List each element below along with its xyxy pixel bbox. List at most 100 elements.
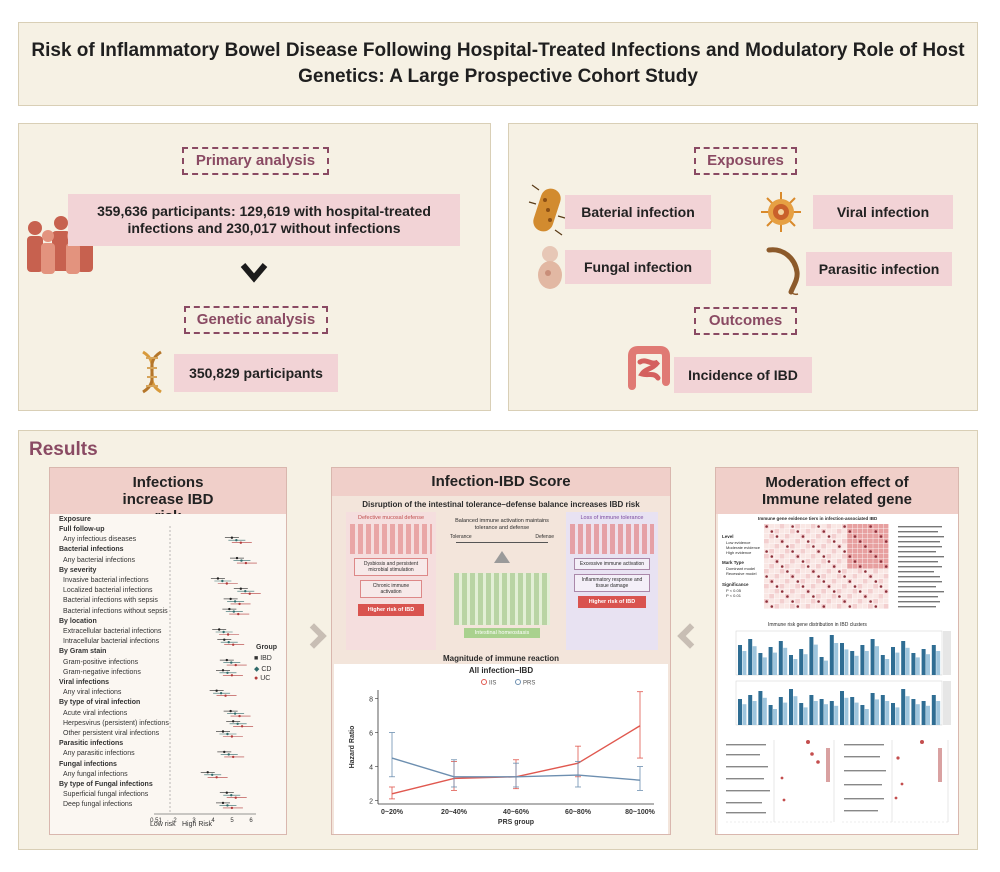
heatmap-cell	[821, 569, 826, 574]
heatmap-cell	[868, 604, 873, 609]
heatmap-cell	[883, 559, 889, 564]
forest-point	[225, 658, 229, 662]
heatmap-dot	[858, 590, 862, 593]
gene-bar	[915, 704, 920, 725]
heatmap-cell	[857, 604, 863, 609]
heatmap-cell	[862, 564, 868, 569]
heatmap-cell	[868, 569, 873, 574]
forest-point	[248, 592, 251, 595]
heatmap-cell	[883, 574, 889, 579]
heatmap-cell	[878, 569, 884, 574]
sig-label: Significance	[722, 582, 749, 587]
forest-point	[226, 804, 229, 807]
heatmap-cell	[852, 539, 858, 544]
heatmap-cell	[826, 544, 832, 549]
heatmap-cell	[862, 584, 868, 589]
forest-point	[230, 674, 234, 677]
forest-row-label: Intracellular bacterial infections	[63, 638, 160, 646]
heatmap-cell	[868, 564, 873, 569]
heatmap-cell	[764, 559, 769, 564]
heatmap-dot	[848, 605, 852, 608]
forest-point	[222, 630, 225, 634]
sig-01: P < 0.01	[726, 593, 741, 598]
heatmap-cell	[790, 559, 795, 564]
heatmap-cell	[883, 579, 889, 584]
heatmap-cell	[816, 554, 821, 559]
heatmap-cell	[800, 554, 806, 559]
balance-triangle-icon	[494, 551, 510, 563]
gene-bar	[921, 649, 926, 675]
forest-point	[216, 577, 220, 580]
heatmap-cell	[800, 604, 806, 609]
legend-label: IIS	[489, 681, 496, 687]
gene-bar	[809, 695, 814, 725]
heatmap-dot	[827, 560, 831, 563]
heatmap-cell	[878, 564, 884, 569]
heatmap-cell	[831, 599, 837, 604]
gene-bar	[911, 699, 916, 725]
heatmap-cell	[816, 569, 821, 574]
heatmap-dot	[869, 575, 872, 578]
heatmap-dot	[765, 550, 768, 553]
forest-point	[210, 773, 214, 776]
heatmap-dot	[864, 570, 867, 573]
heatmap-cell	[868, 544, 873, 549]
heatmap-cell	[883, 529, 889, 534]
heatmap-dot	[832, 540, 836, 543]
exposure-parasitic: Parasitic infection	[806, 252, 952, 286]
exposures-label: Exposures	[694, 147, 797, 175]
heatmap-cell	[873, 534, 878, 539]
heatmap-cell	[810, 529, 816, 534]
heatmap-cell	[784, 534, 790, 539]
gene-bar	[850, 697, 855, 725]
gene-bar	[829, 701, 834, 725]
heatmap-cell	[764, 534, 769, 539]
virus-icon	[761, 192, 801, 232]
outcome-label: Incidence of IBD	[688, 367, 798, 383]
schematic-title: Disruption of the intestinal tolerance–d…	[362, 500, 640, 509]
heatmap-cell	[857, 584, 863, 589]
heatmap-cell	[826, 529, 832, 534]
heatmap-cell	[790, 539, 795, 544]
forest-legend-title: Group	[256, 644, 277, 651]
heatmap-dot	[812, 545, 815, 548]
heatmap-cell	[826, 589, 832, 594]
heatmap-cell	[873, 594, 878, 599]
gene-bar	[758, 653, 763, 675]
heatmap-cell	[831, 554, 837, 559]
heatmap-cell	[764, 584, 769, 589]
heatmap-cell	[790, 594, 795, 599]
exposure-parasitic-label: Parasitic infection	[818, 261, 940, 277]
heatmap-cell	[842, 534, 847, 539]
heatmap-dot	[786, 570, 789, 573]
heatmap-dot	[874, 605, 878, 608]
heatmap-cell	[784, 554, 790, 559]
gene-card: Moderation effect of Immune related gene…	[715, 467, 959, 835]
mark-rec: Recessive model	[726, 571, 757, 576]
heatmap-cell	[852, 599, 858, 604]
gene-figures: Immune gene evidence tiers in infection-…	[718, 514, 958, 834]
heatmap-dot	[853, 535, 857, 538]
heatmap-cell	[883, 554, 889, 559]
forest-point	[215, 776, 218, 779]
heatmap-dot	[786, 545, 789, 548]
magnitude-label: Magnitude of immune reaction	[442, 654, 559, 663]
heatmap-cell	[831, 579, 837, 584]
heatmap-cell	[779, 554, 785, 559]
gene-bar	[911, 653, 916, 675]
heatmap-cell	[852, 569, 858, 574]
intestine-icon	[628, 346, 670, 390]
heatmap-cell	[816, 539, 821, 544]
heatmap-cell	[826, 599, 832, 604]
heatmap-cell	[779, 569, 785, 574]
heatmap-cell	[795, 564, 800, 569]
heatmap-dot	[879, 535, 883, 538]
gene-bar	[773, 652, 777, 675]
gene-bar	[931, 645, 936, 675]
chevron-down-icon	[240, 263, 268, 283]
forest-point	[226, 671, 229, 674]
heatmap-cell	[878, 554, 884, 559]
heatmap-cell	[852, 524, 858, 529]
